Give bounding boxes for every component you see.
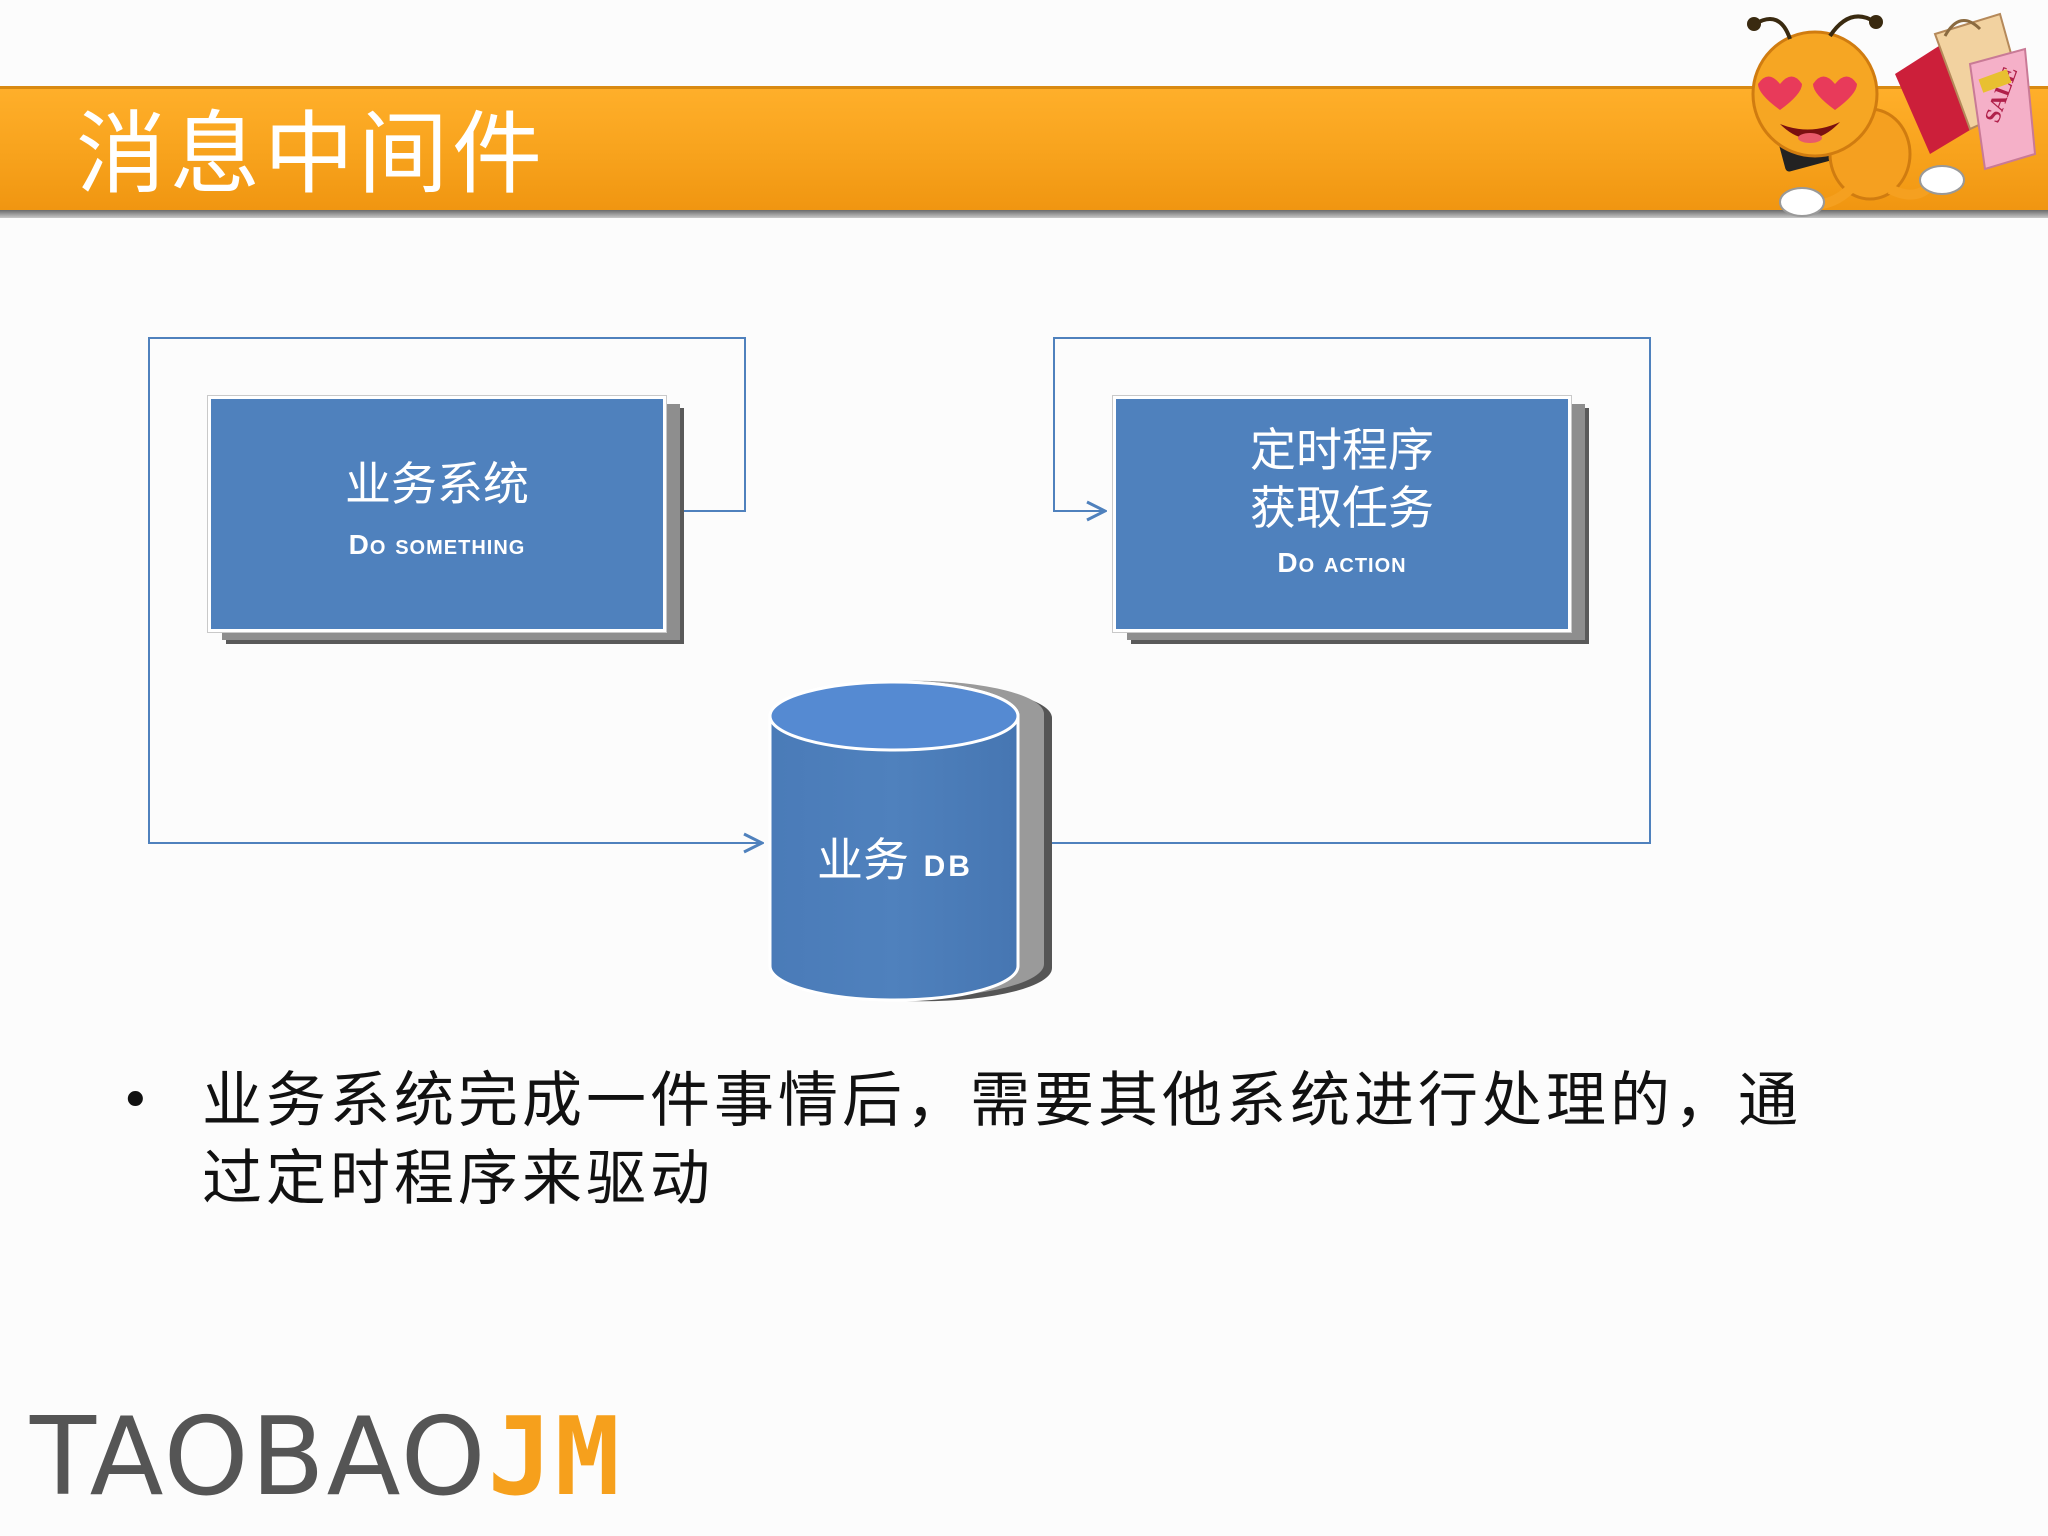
bullet-dot: • bbox=[120, 1071, 151, 1131]
business-system-box: 业务系统 Do something bbox=[207, 395, 667, 633]
header-shadow bbox=[0, 210, 2048, 218]
bullet-text-line2: 过定时程序来驱动 bbox=[202, 1144, 714, 1214]
timer-program-title-line2: 获取任务 bbox=[1250, 481, 1434, 535]
timer-program-box: 定时程序 获取任务 Do action bbox=[1112, 395, 1572, 633]
slide-title: 消息中间件 bbox=[76, 102, 546, 207]
database-label-sub: DB bbox=[923, 850, 973, 883]
taobaojm-logo: TAOBAOJM bbox=[30, 1398, 622, 1518]
ant-mascot-icon: SALE bbox=[1747, 12, 2037, 217]
shopping-bag-icon: SALE bbox=[1895, 12, 2037, 171]
header-bar bbox=[0, 86, 2048, 213]
connector-db-to-timer bbox=[1026, 337, 1651, 844]
database-label: 业务 DB bbox=[770, 830, 1020, 897]
bullet-point: • 业务系统完成一件事情后，需要其他系统进行处理的，通 过定时程序来驱动 bbox=[120, 1062, 1920, 1218]
timer-program-title-line1: 定时程序 bbox=[1250, 423, 1434, 477]
business-system-subtitle: Do something bbox=[348, 529, 526, 560]
timer-program-subtitle: Do action bbox=[1277, 547, 1407, 578]
connector-biz-to-db bbox=[148, 337, 762, 843]
logo-text-taobao: TAOBAO bbox=[30, 1395, 488, 1520]
business-system-title: 业务系统 bbox=[345, 457, 529, 511]
bullet-text-line1: 业务系统完成一件事情后，需要其他系统进行处理的，通 bbox=[202, 1066, 1802, 1136]
database-label-text: 业务 bbox=[817, 833, 910, 887]
database-cylinder bbox=[768, 680, 1052, 1002]
logo-text-jm: JM bbox=[487, 1395, 622, 1520]
